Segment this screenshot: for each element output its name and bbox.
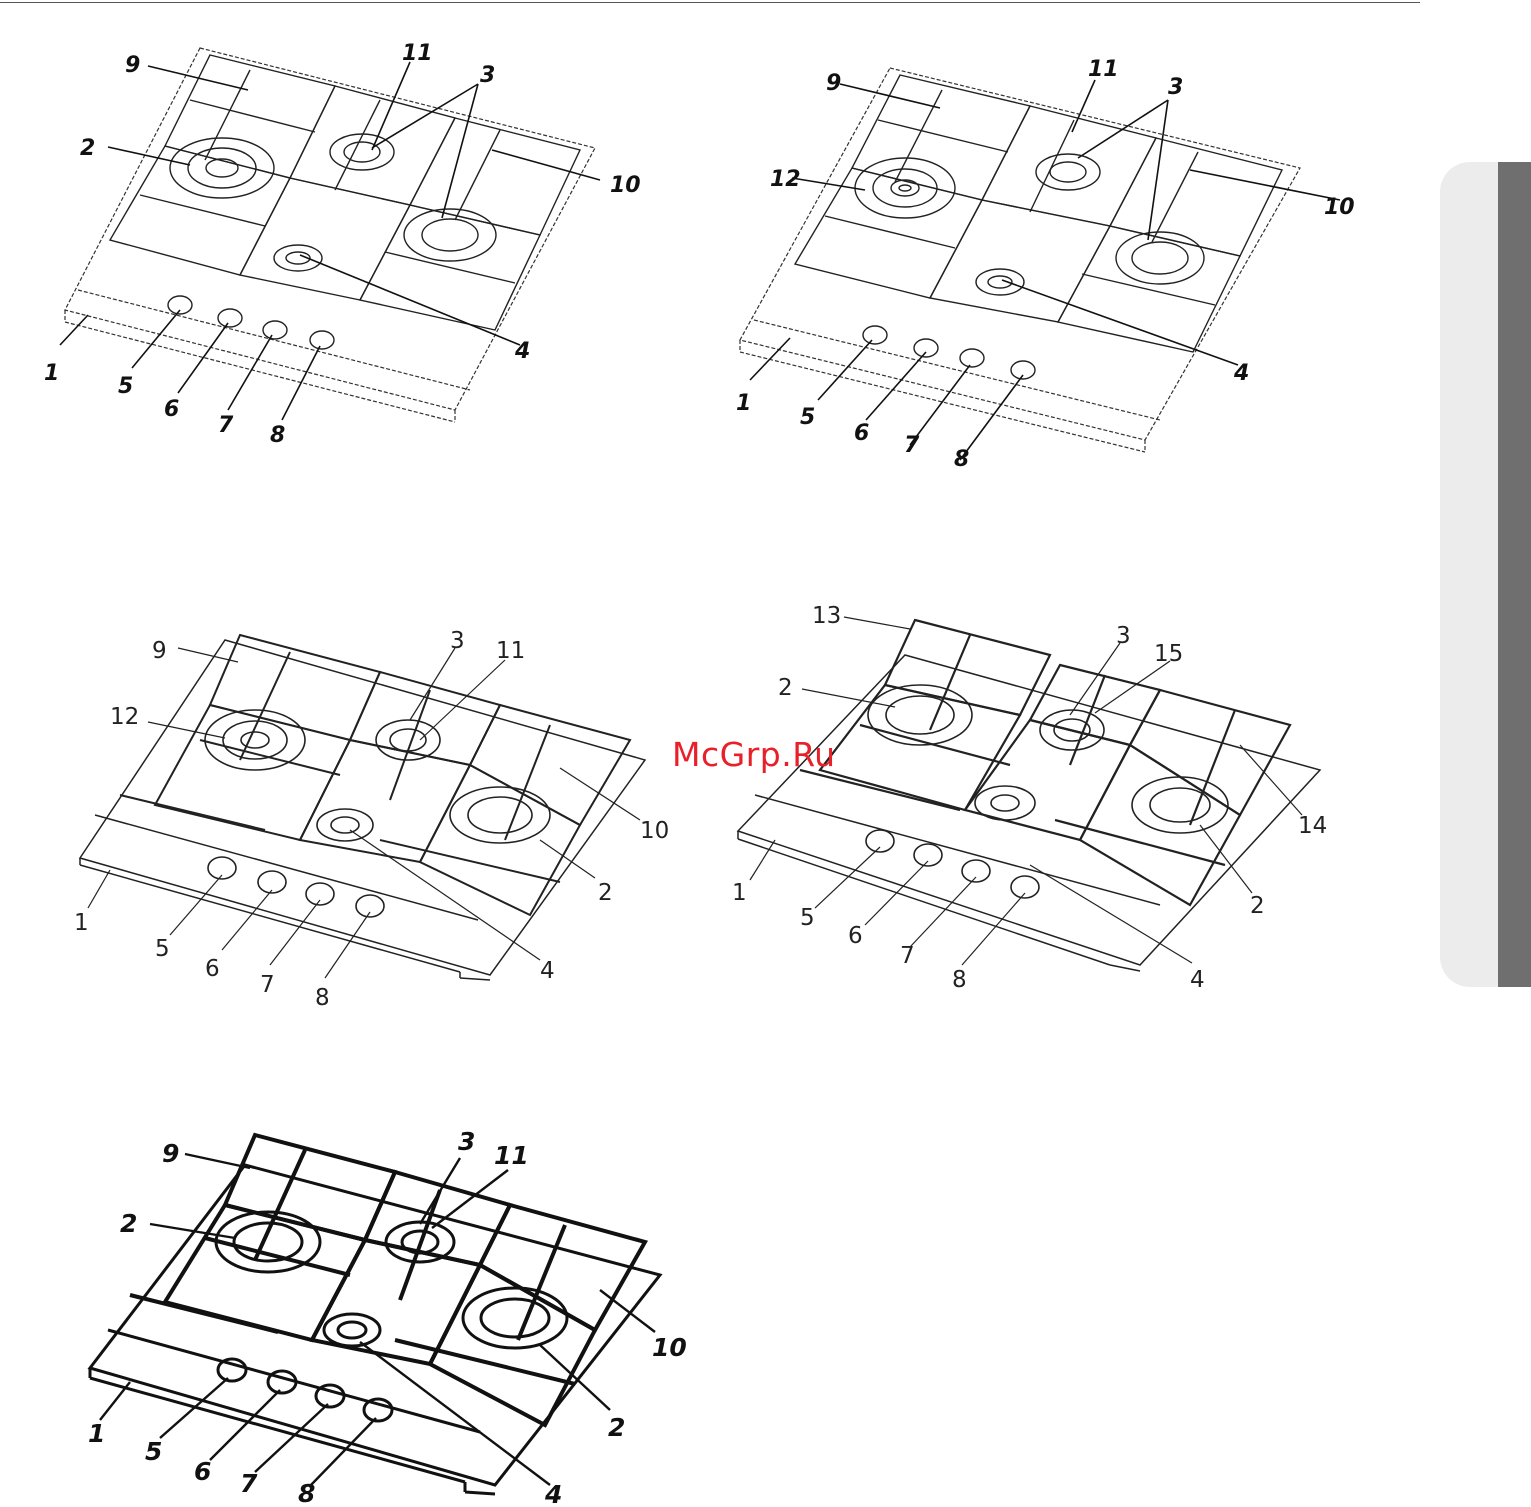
hob-diagram-d: 13 2 3 15 14 2 4 1 5 6 7 8 bbox=[720, 595, 1380, 1005]
label-2: 2 bbox=[120, 1209, 137, 1238]
label-12: 12 bbox=[770, 167, 801, 192]
label-4: 4 bbox=[540, 958, 555, 984]
label-11: 11 bbox=[402, 41, 433, 66]
label-8: 8 bbox=[315, 985, 330, 1011]
label-9: 9 bbox=[162, 1139, 179, 1168]
label-3: 3 bbox=[480, 63, 495, 88]
label-9: 9 bbox=[125, 53, 140, 78]
label-6: 6 bbox=[164, 397, 179, 422]
label-2: 2 bbox=[80, 136, 95, 161]
hob-diagram-e: 9 2 3 11 10 2 4 1 5 6 7 8 bbox=[0, 1120, 720, 1507]
label-8: 8 bbox=[270, 423, 285, 448]
label-6: 6 bbox=[848, 923, 863, 949]
label-4: 4 bbox=[1233, 361, 1249, 386]
label-3: 3 bbox=[458, 1127, 475, 1156]
label-2b: 2 bbox=[1250, 893, 1265, 919]
label-2b: 2 bbox=[608, 1413, 625, 1442]
label-8: 8 bbox=[954, 447, 969, 472]
label-8: 8 bbox=[952, 967, 967, 993]
hob-diagram-a: 9 2 11 3 10 4 1 5 6 7 8 bbox=[0, 0, 700, 470]
label-7: 7 bbox=[218, 413, 234, 438]
label-5: 5 bbox=[155, 936, 170, 962]
label-7: 7 bbox=[240, 1469, 258, 1498]
label-15: 15 bbox=[1154, 641, 1183, 667]
label-8: 8 bbox=[298, 1479, 315, 1507]
label-1: 1 bbox=[88, 1419, 105, 1448]
label-4: 4 bbox=[514, 339, 530, 364]
watermark: McGrp.Ru bbox=[672, 735, 836, 774]
label-12: 12 bbox=[110, 704, 139, 730]
label-1: 1 bbox=[44, 361, 59, 386]
label-6: 6 bbox=[205, 956, 220, 982]
label-11: 11 bbox=[496, 638, 525, 664]
label-9: 9 bbox=[152, 638, 167, 664]
label-7: 7 bbox=[260, 972, 275, 998]
label-10: 10 bbox=[1324, 195, 1355, 220]
label-5: 5 bbox=[118, 374, 133, 399]
label-4: 4 bbox=[544, 1480, 562, 1507]
label-5: 5 bbox=[800, 905, 815, 931]
label-3: 3 bbox=[1116, 623, 1131, 649]
label-10: 10 bbox=[640, 818, 669, 844]
label-5: 5 bbox=[800, 405, 815, 430]
label-10: 10 bbox=[652, 1333, 687, 1362]
label-2: 2 bbox=[598, 880, 613, 906]
label-3: 3 bbox=[1168, 75, 1183, 100]
label-14: 14 bbox=[1298, 813, 1327, 839]
label-1: 1 bbox=[732, 880, 747, 906]
label-1: 1 bbox=[74, 910, 89, 936]
label-11: 11 bbox=[494, 1141, 529, 1170]
label-7: 7 bbox=[900, 943, 915, 969]
hob-diagram-b: 9 12 11 3 10 4 1 5 6 7 8 bbox=[690, 0, 1410, 480]
label-4: 4 bbox=[1190, 967, 1205, 993]
label-3: 3 bbox=[450, 628, 465, 654]
label-9: 9 bbox=[826, 71, 841, 96]
label-11: 11 bbox=[1088, 57, 1119, 82]
label-10: 10 bbox=[610, 173, 641, 198]
side-tab-marker bbox=[1498, 162, 1531, 987]
label-7: 7 bbox=[904, 433, 920, 458]
label-5: 5 bbox=[145, 1437, 162, 1466]
label-13: 13 bbox=[812, 603, 841, 629]
hob-diagram-c: 9 12 3 11 10 2 4 1 5 6 7 8 bbox=[0, 600, 700, 1020]
label-6: 6 bbox=[854, 421, 869, 446]
label-1: 1 bbox=[736, 391, 751, 416]
label-6: 6 bbox=[194, 1457, 211, 1486]
label-2: 2 bbox=[778, 675, 793, 701]
